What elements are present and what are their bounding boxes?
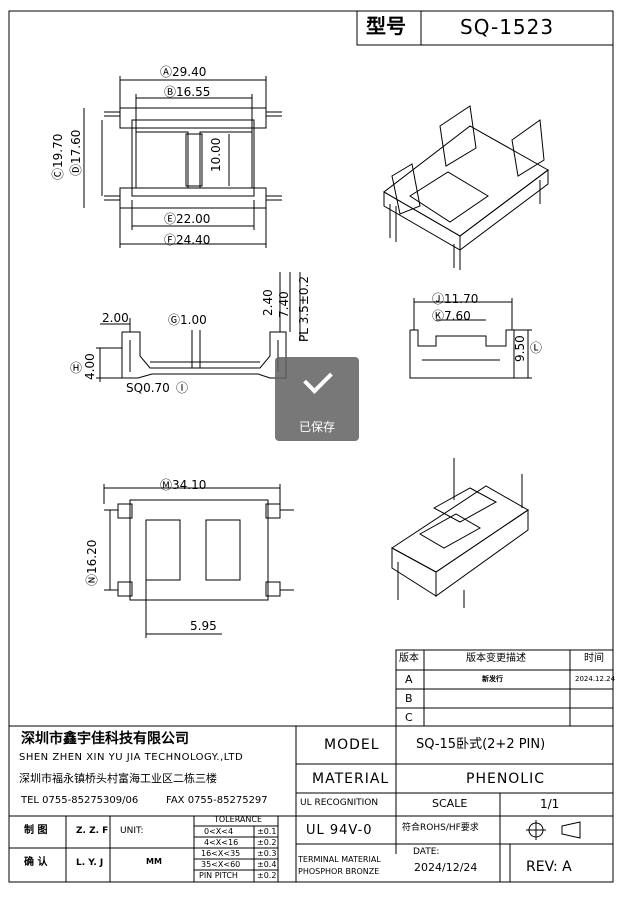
- dim-k: Ⓚ7.60: [432, 309, 471, 323]
- rev-row-a-desc: 新发行: [482, 675, 503, 683]
- dim-7-40: 7.40: [277, 291, 291, 318]
- dim-sq: SQ0.70: [126, 381, 170, 395]
- dim-9-50: 9.50: [513, 335, 527, 362]
- dim-b: Ⓑ16.55: [164, 85, 211, 99]
- tolerance-title: TOLERANCE: [214, 815, 263, 824]
- end-view: [409, 298, 532, 379]
- rev-row-c-ver: C: [405, 711, 413, 724]
- scale-value: 1/1: [540, 797, 560, 811]
- dim-j: Ⓙ11.70: [432, 292, 479, 306]
- company-name-cn: 深圳市鑫宇佳科技有限公司: [21, 731, 189, 747]
- unit-label: UNIT:: [120, 826, 144, 836]
- dim-l: Ⓛ: [530, 341, 543, 355]
- dim-g: Ⓖ1.00: [168, 313, 207, 327]
- tol-value-2: ±0.3: [257, 849, 277, 858]
- dim-a: Ⓐ29.40: [160, 65, 207, 79]
- dim-d: Ⓓ17.60: [69, 129, 83, 176]
- dim-h: Ⓗ: [70, 361, 83, 375]
- dim-5-95: 5.95: [190, 619, 217, 633]
- dim-4-00: 4.00: [83, 353, 97, 380]
- tol-range-1: 4<X<16: [204, 838, 239, 847]
- dim-n: Ⓝ16.20: [85, 539, 99, 586]
- revision-value: REV: A: [526, 859, 572, 875]
- ul-value: UL 94V-0: [306, 823, 373, 838]
- tol-range-2: 16<X<35: [201, 849, 241, 858]
- rev-row-a-date: 2024.12.24: [575, 675, 616, 683]
- model-value: SQ-15卧式(2+2 PIN): [416, 737, 546, 752]
- dim-f: Ⓕ24.40: [164, 233, 211, 247]
- tol-range-3: 35<X<60: [201, 860, 241, 869]
- tol-value-3: ±0.4: [257, 860, 277, 869]
- terminal-material-label: TERMINAL MATERIAL: [298, 855, 381, 864]
- material-value: PHENOLIC: [466, 771, 546, 787]
- iso-view-top: [383, 105, 549, 270]
- saved-toast-label: 已保存: [298, 420, 335, 434]
- side-view: [96, 272, 301, 382]
- dim-m: Ⓜ34.10: [160, 478, 207, 492]
- rev-row-a-ver: A: [405, 673, 413, 686]
- terminal-material-value: PHOSPHOR BRONZE: [298, 867, 380, 876]
- tol-value-0: ±0.1: [257, 827, 277, 836]
- rev-header-desc: 版本变更描述: [466, 653, 526, 664]
- saved-toast: 已保存: [275, 357, 359, 441]
- rev-row-b-ver: B: [405, 692, 413, 705]
- tol-value-1: ±0.2: [257, 838, 277, 847]
- date-value: 2024/12/24: [414, 861, 478, 874]
- tol-range-0: 0<X<4: [204, 827, 234, 836]
- company-tel: TEL 0755-85275309/06: [21, 795, 139, 806]
- ul-recognition-label: UL RECOGNITION: [300, 798, 379, 808]
- tol-value-4: ±0.2: [257, 871, 277, 880]
- unit-value: MM: [146, 857, 162, 866]
- material-label: MATERIAL: [312, 771, 390, 787]
- title-block-grid: [8, 725, 614, 883]
- check-label: 确 认: [24, 857, 48, 868]
- tol-range-4: PIN PITCH: [199, 871, 238, 880]
- type-value: SQ-1523: [460, 15, 555, 39]
- dim-2-40: 2.40: [261, 289, 275, 316]
- rohs-compliance: 符合ROHS/HF要求: [402, 823, 479, 833]
- company-fax: FAX 0755-85275297: [166, 795, 268, 806]
- header-box: [356, 10, 614, 46]
- date-label: DATE:: [413, 847, 440, 857]
- rev-header-time: 时间: [584, 653, 604, 664]
- checked-by: L. Y. J: [76, 858, 104, 868]
- type-label: 型号: [366, 14, 406, 38]
- top-view: [83, 76, 282, 248]
- dim-inner: 10.00: [209, 137, 223, 172]
- checkmark-icon: [303, 364, 333, 394]
- iso-view-bottom: [391, 458, 529, 608]
- dim-c: Ⓒ19.70: [51, 133, 65, 180]
- model-label: MODEL: [324, 737, 380, 753]
- company-name-en: SHEN ZHEN XIN YU JIA TECHNOLOGY.,LTD: [19, 752, 244, 763]
- dim-2-00: 2.00: [102, 311, 129, 325]
- made-by: Z. Z. F: [76, 826, 109, 836]
- bottom-view: [103, 484, 294, 638]
- dim-i: Ⓘ: [176, 381, 189, 395]
- dim-pl: PL 3.5±0.2: [297, 276, 311, 342]
- made-label: 制 图: [24, 825, 48, 836]
- rev-header-version: 版本: [399, 653, 419, 664]
- dim-e: Ⓔ22.00: [164, 212, 211, 226]
- scale-label: SCALE: [432, 797, 468, 810]
- company-address: 深圳市福永镇桥头村富海工业区二栋三楼: [19, 772, 217, 785]
